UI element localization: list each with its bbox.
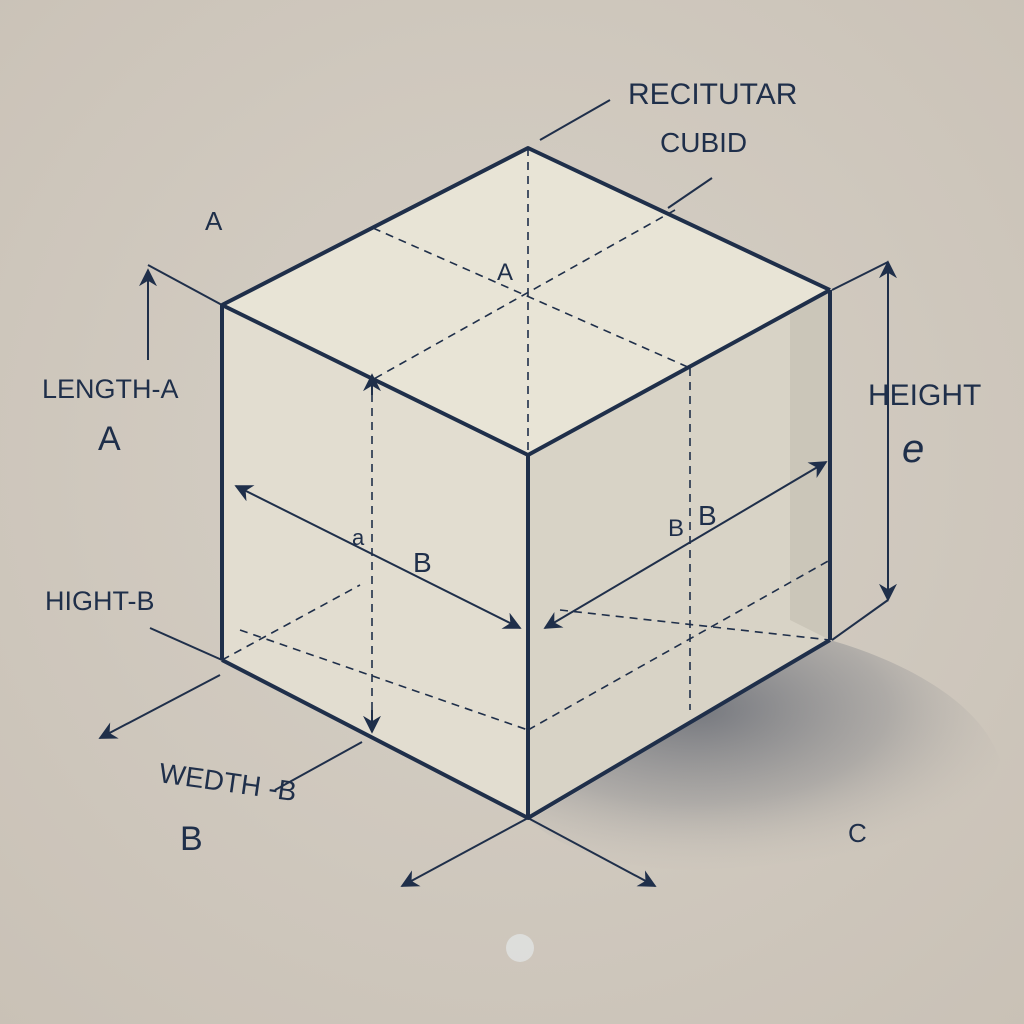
label-length-letter: A (98, 420, 121, 458)
side-width-arrow (543, 461, 828, 629)
height-leader-top (831, 261, 889, 291)
length-leader (147, 264, 223, 306)
dimension-lines (98, 99, 897, 887)
light-spot (506, 934, 534, 962)
front-width-arrow (234, 485, 522, 629)
labels: RECITUTAR CUBID A A LENGTH-A A HIGHT-B a… (42, 78, 981, 858)
right-face-shade (790, 290, 830, 640)
label-wedth-letter: B (180, 820, 203, 858)
label-side-small: B (668, 515, 684, 542)
wedth-leader (274, 741, 363, 791)
height-leader-bottom (831, 599, 889, 641)
title-line-2: CUBID (660, 127, 747, 158)
title-leader (539, 99, 611, 141)
base-arrow-right (527, 817, 657, 887)
label-side-b: B (698, 500, 717, 531)
hight-leader (149, 627, 223, 661)
title-leader-2 (667, 177, 713, 209)
label-top-left-a: A (205, 206, 223, 236)
label-hight-b: HIGHT-B (45, 586, 155, 616)
label-height-letter: e (902, 427, 924, 471)
base-arrow-left (400, 817, 529, 887)
left-base-arrow (98, 674, 221, 739)
label-height: HEIGHT (868, 379, 981, 412)
label-front-small: a (352, 525, 365, 550)
label-front-b: B (413, 547, 432, 578)
label-top-face-a: A (497, 259, 513, 286)
label-corner-c: C (848, 818, 867, 848)
title-line-1: RECITUTAR (628, 78, 797, 111)
label-length: LENGTH-A (42, 374, 179, 404)
cube-shadow (530, 640, 1000, 870)
